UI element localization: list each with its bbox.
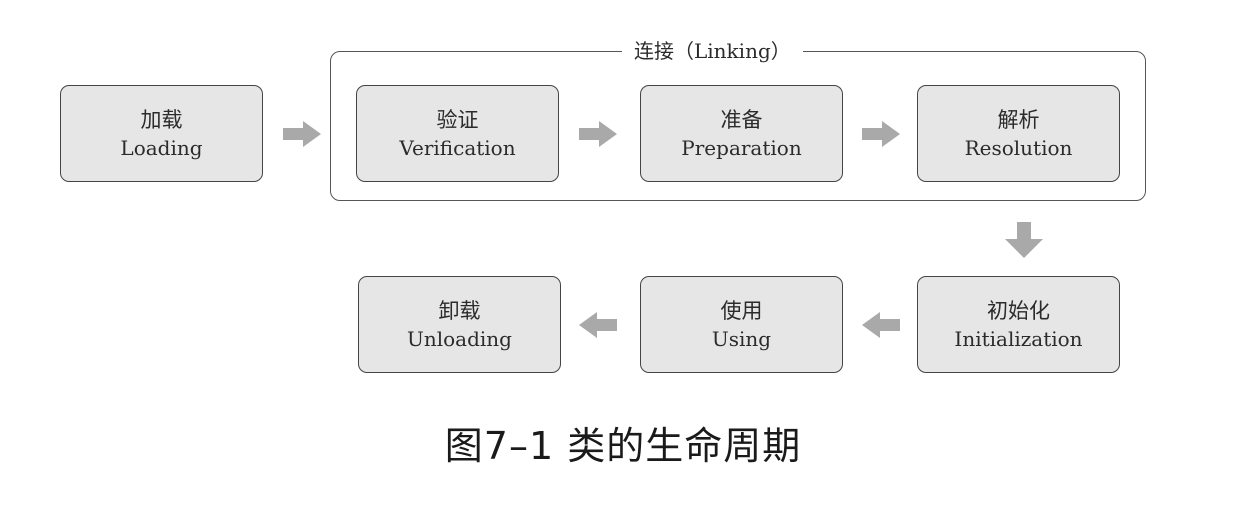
node-loading: 加载 Loading bbox=[60, 85, 263, 182]
node-initialization-en: Initialization bbox=[954, 326, 1083, 351]
figure-caption: 图7–1 类的生命周期 bbox=[444, 424, 802, 468]
arrow-down-icon bbox=[1005, 222, 1043, 258]
node-unloading-zh: 卸载 bbox=[438, 298, 481, 323]
node-using-zh: 使用 bbox=[720, 298, 763, 323]
arrow-left-icon bbox=[579, 312, 617, 338]
node-verification-en: Verification bbox=[399, 135, 516, 160]
linking-group-label: 连接（Linking） bbox=[622, 36, 803, 66]
node-initialization: 初始化 Initialization bbox=[917, 276, 1120, 373]
arrow-right-icon bbox=[283, 121, 321, 147]
node-resolution: 解析 Resolution bbox=[917, 85, 1120, 182]
arrow-left-icon bbox=[862, 312, 900, 338]
arrow-right-icon bbox=[579, 121, 617, 147]
node-loading-en: Loading bbox=[120, 135, 203, 160]
node-preparation-en: Preparation bbox=[681, 135, 802, 160]
arrow-right-icon bbox=[862, 121, 900, 147]
node-unloading-en: Unloading bbox=[407, 326, 512, 351]
node-using: 使用 Using bbox=[640, 276, 843, 373]
node-verification: 验证 Verification bbox=[356, 85, 559, 182]
node-loading-zh: 加载 bbox=[140, 107, 183, 132]
node-preparation-zh: 准备 bbox=[720, 107, 763, 132]
node-preparation: 准备 Preparation bbox=[640, 85, 843, 182]
node-unloading: 卸载 Unloading bbox=[358, 276, 561, 373]
node-resolution-en: Resolution bbox=[964, 135, 1073, 160]
node-using-en: Using bbox=[711, 326, 772, 351]
node-resolution-zh: 解析 bbox=[997, 107, 1040, 132]
node-verification-zh: 验证 bbox=[436, 107, 479, 132]
node-initialization-zh: 初始化 bbox=[987, 298, 1050, 323]
